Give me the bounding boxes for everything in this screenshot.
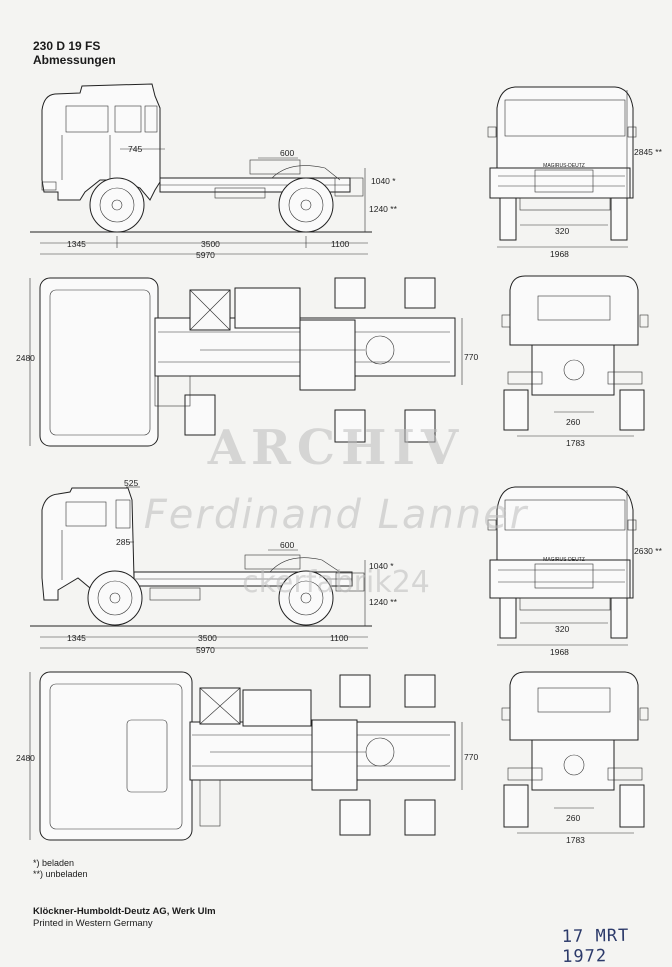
note-unloaded: **) unbeladen [33,869,88,879]
dim-1345-bottom: 1345 [67,633,86,643]
dim-1100-bottom: 1100 [330,633,349,643]
front-brand-label: MAGIRUS-DEUTZ [543,163,585,169]
dim-1240: 1240 ** [369,204,398,214]
dim-1040: 1040 * [371,176,396,186]
side-view-top: 745 600 1040 * 1240 ** 1345 3500 1100 59… [30,83,398,260]
dim-600-bottom: 600 [280,540,294,550]
note-loaded: *) beladen [33,858,75,868]
date-stamp: 17 MRT 1972 [561,925,630,967]
front-view-bottom: MAGIRUS-DEUTZ 2630 ** 320 1968 [487,486,663,657]
rear-view-bottom: 260 1783 [501,671,649,845]
plan-view-top: 2480 770 [16,277,478,447]
dim-1345: 1345 [67,239,86,249]
dim-1240-bottom: 1240 ** [369,597,398,607]
dim-2480-bottom: 2480 [16,753,35,763]
front-brand-label-bottom: MAGIRUS-DEUTZ [543,557,585,563]
dim-5970: 5970 [196,250,215,260]
dim-770-bottom: 770 [464,752,478,762]
model-title: 230 D 19 FS [33,39,101,53]
dim-3500-bottom: 3500 [198,633,217,643]
company-name: Klöckner-Humboldt-Deutz AG, Werk Ulm [33,906,216,917]
dim-320: 320 [555,226,569,236]
dim-260-bottom: 260 [566,813,580,823]
dim-1100: 1100 [331,239,350,249]
dim-745: 745 [128,144,142,154]
dim-1040-bottom: 1040 * [369,561,394,571]
dim-5970-bottom: 5970 [196,645,215,655]
printed-in: Printed in Western Germany [33,918,153,929]
dim-1968: 1968 [550,249,569,259]
rear-view-top: 260 1783 [501,275,649,448]
dim-320-bottom: 320 [555,624,569,634]
dim-285: 285 [116,537,130,547]
dim-525: 525 [124,478,138,488]
dim-600: 600 [280,148,294,158]
dim-1783-bottom: 1783 [566,835,585,845]
dim-770: 770 [464,352,478,362]
side-view-bottom: 525 285 600 1040 * 1240 ** 1345 3500 110… [30,478,398,655]
plan-view-bottom: 2480 770 [16,671,478,841]
dim-2630: 2630 ** [634,546,663,556]
dim-2480: 2480 [16,353,35,363]
dim-1783: 1783 [566,438,585,448]
page-subtitle: Abmessungen [33,53,116,67]
front-view-top: MAGIRUS-DEUTZ 2845 ** 320 1968 [487,86,663,259]
dim-1968-bottom: 1968 [550,647,569,657]
dim-3500: 3500 [201,239,220,249]
dim-2845: 2845 ** [634,147,663,157]
dim-260: 260 [566,417,580,427]
